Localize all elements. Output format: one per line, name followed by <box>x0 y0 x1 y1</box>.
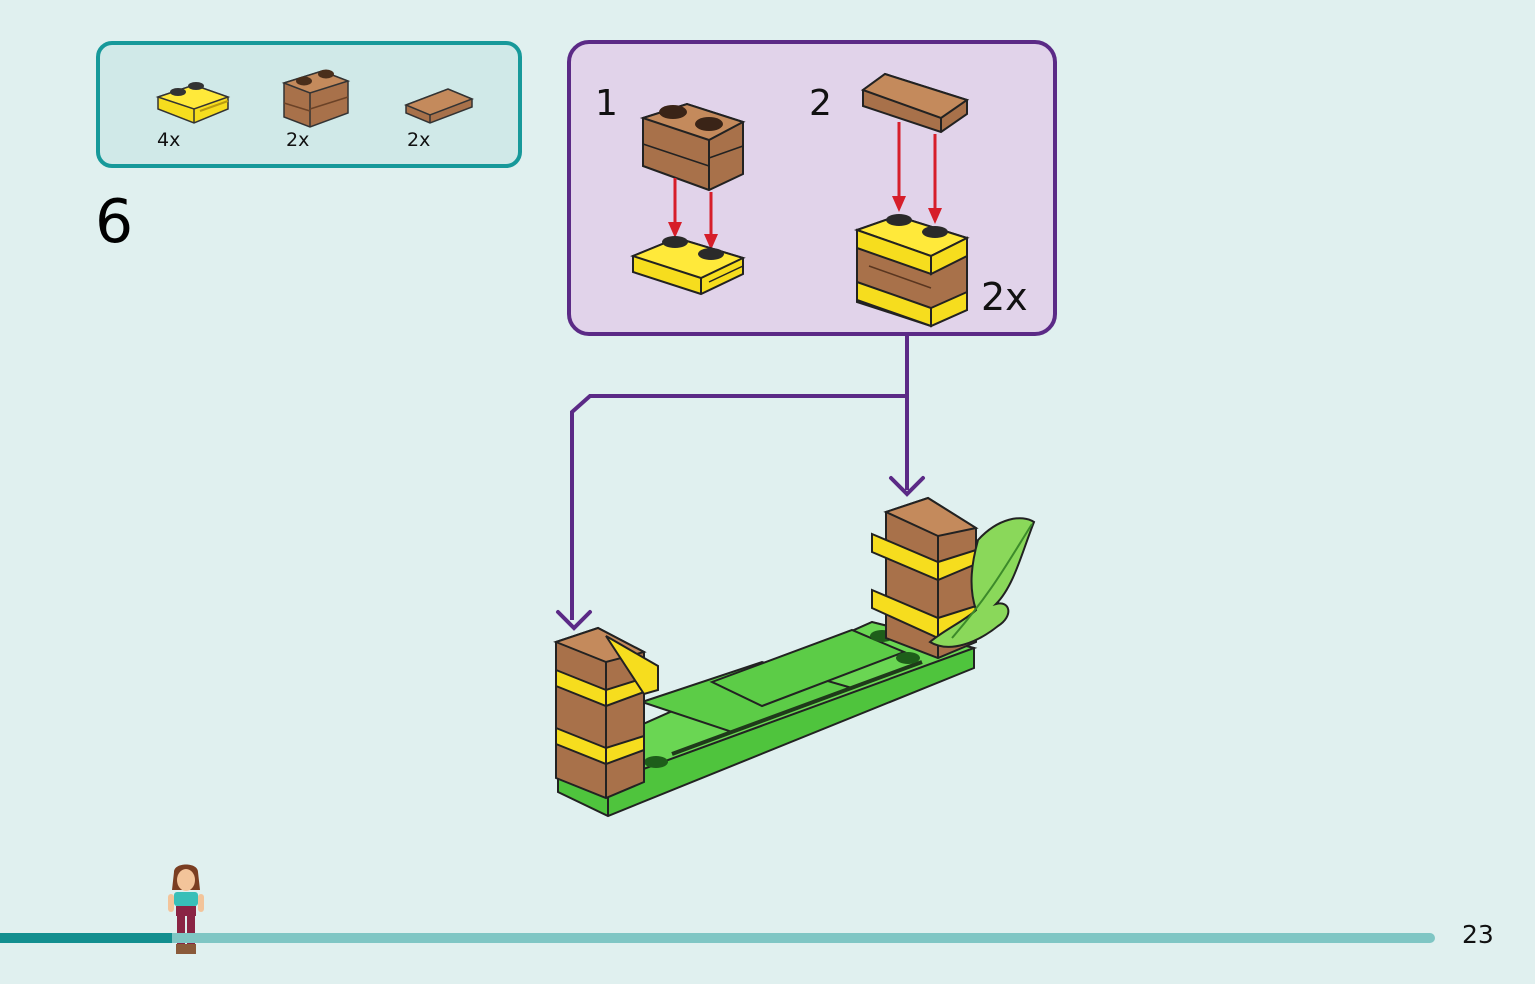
yellow-1x2-plate-with-rail-icon <box>155 82 231 124</box>
step-number: 6 <box>95 187 134 257</box>
sub-step-number-2: 2 <box>809 83 832 124</box>
progress-fill <box>0 933 173 943</box>
brown-1x2-tile-icon <box>403 88 475 124</box>
sub-step-number-1: 1 <box>595 83 618 124</box>
part-count-brown-tile: 2x <box>407 129 431 151</box>
part-count-yellow-plate: 4x <box>157 129 181 151</box>
main-model-illustration <box>553 496 1036 818</box>
minifigure-icon <box>168 864 204 954</box>
progress-track <box>0 933 1435 943</box>
sub-step-1-illustration <box>630 102 746 296</box>
page-number: 23 <box>1462 920 1494 949</box>
sub-assembly-callout: 1 2 2x <box>567 40 1057 336</box>
part-count-brown-brick: 2x <box>286 129 310 151</box>
brown-1x2-masonry-brick-icon <box>281 69 351 128</box>
sub-step-2-illustration <box>853 72 970 328</box>
sub-assembly-multiplier: 2x <box>981 275 1028 319</box>
parts-list-box: 4x 2x 2x <box>96 41 522 168</box>
